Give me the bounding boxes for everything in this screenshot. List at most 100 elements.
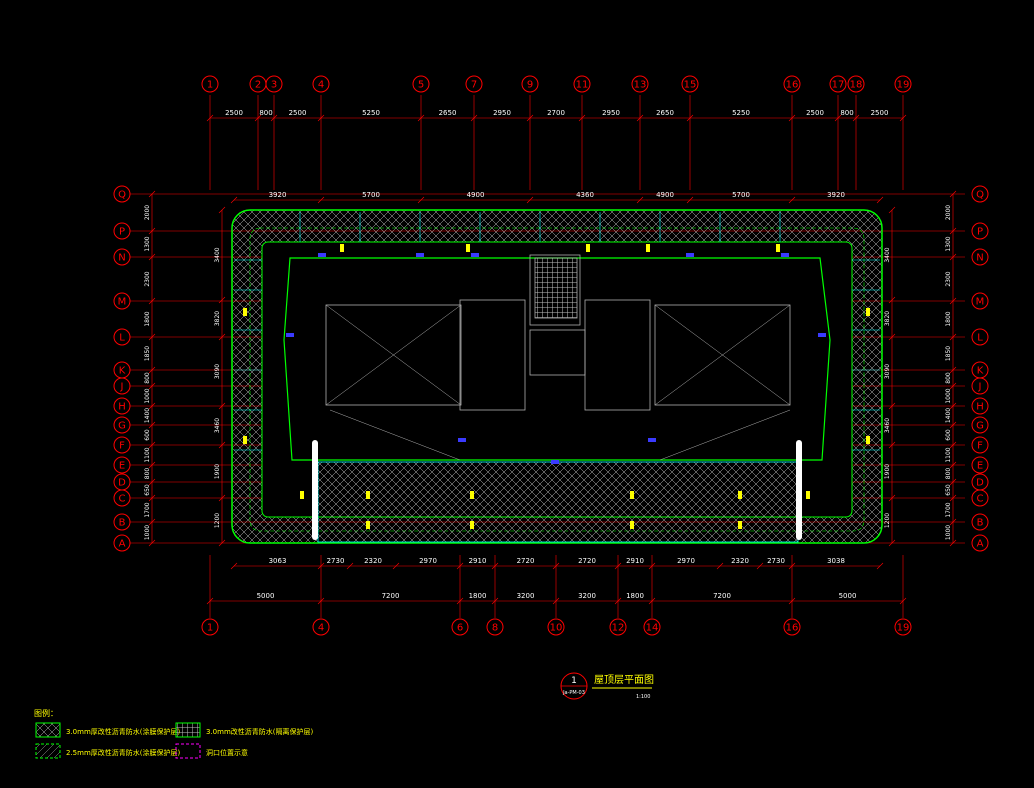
axis-top-15-9-label: 15	[684, 80, 697, 91]
axis-top-16-10-label: 16	[786, 80, 799, 91]
legend-item-4: 洞口位置示意	[206, 748, 248, 757]
axis-top-4-3-circle	[312, 75, 330, 93]
dim-left-outer-label-10: 800	[144, 468, 151, 480]
dim-right-outer-tick-6	[949, 382, 957, 390]
dim-top-2-label-5: 5700	[732, 191, 750, 199]
dim-right-outer-label-5: 800	[945, 372, 952, 384]
dim-left-outer-label-0: 2000	[144, 205, 151, 220]
dim-left-outer-tick-0	[148, 190, 156, 198]
dim-left-outer-label-1: 1300	[144, 236, 151, 251]
axis-left-C-label: C	[119, 494, 126, 505]
axis-right-L-circle	[971, 328, 989, 346]
axis-left-H-circle	[113, 397, 131, 415]
dim-bottom-1-tick-12	[876, 562, 884, 570]
axis-right-B-label: B	[977, 518, 984, 529]
dim-left-inner-tick-1	[218, 296, 226, 304]
axis-right-D-label: D	[976, 478, 984, 489]
axis-right-M-label: M	[976, 297, 985, 308]
dim-bottom-2-tick-8	[899, 597, 907, 605]
dim-bottom-2-tick-0	[206, 597, 214, 605]
dim-bottom-1-tick-11	[788, 562, 796, 570]
axis-top-19-13-circle	[894, 75, 912, 93]
roof-drain-9	[300, 491, 304, 499]
axis-top-18-12-circle	[847, 75, 865, 93]
axis-bottom-19-8-label: 19	[897, 623, 910, 634]
expansion-joint-right	[796, 440, 802, 540]
axis-bottom-8-3-label: 8	[492, 623, 498, 634]
axis-right-P-label: P	[977, 227, 983, 238]
slope-line-1	[325, 304, 462, 406]
dim-left-outer-tick-4	[148, 333, 156, 341]
axis-top-3-2-label: 3	[271, 80, 277, 91]
title-number: 1	[571, 676, 577, 686]
axis-top-1-0-label: 1	[207, 80, 213, 91]
dim-bottom-2-label-6: 7200	[713, 592, 731, 600]
slope-line-4	[329, 409, 461, 461]
dim-bottom-1-label-8: 2970	[677, 557, 695, 565]
axis-top-16-10-circle	[783, 75, 801, 93]
roof-outline	[231, 209, 883, 544]
axis-left-Q-circle	[113, 185, 131, 203]
dim-right-outer-label-9: 1100	[945, 447, 952, 462]
dim-bottom-1-label-1: 2730	[327, 557, 345, 565]
dim-right-outer-tick-7	[949, 402, 957, 410]
axis-top-13-8-circle	[631, 75, 649, 93]
dim-top-2-tick-6	[788, 196, 796, 204]
axis-bottom-10-4-circle	[547, 618, 565, 636]
roof-drain-8	[866, 436, 870, 444]
axis-bottom-12-5-circle	[609, 618, 627, 636]
axis-top-7-5-circle	[465, 75, 483, 93]
axis-right-K-label: K	[977, 366, 984, 377]
axis-right-F-circle	[971, 436, 989, 454]
room-outline-2	[459, 299, 526, 411]
dim-top-2-tick-1	[317, 196, 325, 204]
axis-bottom-19-8-circle	[894, 618, 912, 636]
dim-top-2-tick-4	[636, 196, 644, 204]
axis-top-15-9-circle	[681, 75, 699, 93]
dim-left-outer-label-13: 1000	[144, 525, 151, 540]
axis-right-N-label: N	[976, 253, 983, 264]
axis-left-B-circle	[113, 513, 131, 531]
legend-swatch-3mm-isolation	[175, 722, 201, 738]
axis-top-3-2-circle	[265, 75, 283, 93]
parapet-mark-1	[416, 253, 424, 257]
dim-right-inner-label-3: 3460	[884, 418, 891, 433]
axis-left-G-circle	[113, 416, 131, 434]
axis-top-5-4-circle	[412, 75, 430, 93]
axis-left-M-circle	[113, 292, 131, 310]
axis-top-5-4-label: 5	[418, 80, 424, 91]
dim-top-1-label-7: 2950	[602, 109, 620, 117]
dim-top-1-tick-4	[417, 114, 425, 122]
axis-left-F-circle	[113, 436, 131, 454]
axis-right-C-label: C	[977, 494, 984, 505]
dim-bottom-1-label-3: 2970	[419, 557, 437, 565]
dim-top-1-tick-2	[270, 114, 278, 122]
dim-bottom-2-tick-1	[317, 597, 325, 605]
parapet-mark-5	[286, 333, 294, 337]
axis-left-P-label: P	[119, 227, 125, 238]
room-outline-0	[325, 304, 462, 406]
axis-left-C-circle	[113, 489, 131, 507]
legend-item-3: 2.5mm厚改性沥青防水(涂膜保护层)	[66, 748, 181, 757]
axis-right-H-circle	[971, 397, 989, 415]
axis-bottom-1-0-label: 1	[207, 623, 213, 634]
dim-top-2-tick-0	[230, 196, 238, 204]
dim-left-inner-tick-6	[218, 539, 226, 547]
dim-top-1-label-12: 2500	[871, 109, 889, 117]
dim-right-inner-tick-5	[888, 494, 896, 502]
dim-right-outer-tick-3	[949, 297, 957, 305]
dim-left-outer-label-12: 1700	[144, 502, 151, 517]
dim-top-1-label-9: 5250	[732, 109, 750, 117]
axis-bottom-4-1-label: 4	[318, 623, 324, 634]
dim-left-inner-tick-3	[218, 402, 226, 410]
dim-left-inner-label-0: 3400	[214, 247, 221, 262]
axis-left-G-label: G	[118, 421, 126, 432]
axis-bottom-1-0-circle	[201, 618, 219, 636]
parapet-mark-8	[648, 438, 656, 442]
dim-bottom-2-label-3: 3200	[517, 592, 535, 600]
dim-left-outer-label-4: 1850	[144, 346, 151, 361]
dim-left-outer-label-3: 1800	[144, 311, 151, 326]
dim-right-inner-label-2: 3090	[884, 364, 891, 379]
axis-left-J-circle	[113, 377, 131, 395]
